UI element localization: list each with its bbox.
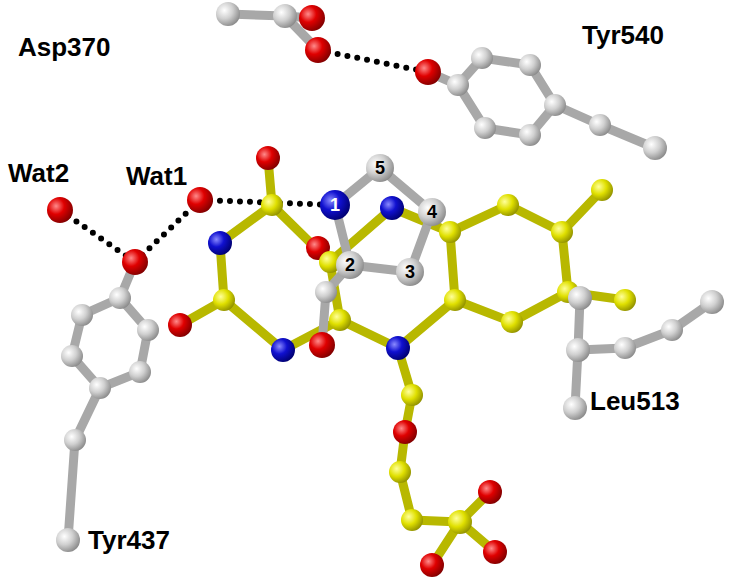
hydrogen-bonds	[60, 50, 428, 262]
residue-label: Tyr437	[88, 527, 170, 553]
atom-number: 5	[375, 159, 385, 177]
residue-label: Leu513	[590, 388, 680, 414]
protein-atoms	[47, 2, 724, 552]
protein-sticks	[68, 14, 712, 540]
residue-label: Wat2	[8, 160, 69, 186]
residue-label: Tyr540	[582, 22, 664, 48]
atom-number: 3	[405, 263, 415, 281]
atom-number: 4	[427, 203, 437, 221]
atom-number: 1	[330, 196, 340, 214]
flavin-atoms	[168, 146, 636, 577]
residue-label: Wat1	[126, 163, 187, 189]
residue-label: Asp370	[18, 34, 111, 60]
flavin-sticks	[180, 158, 625, 565]
atom-number: 2	[345, 256, 355, 274]
